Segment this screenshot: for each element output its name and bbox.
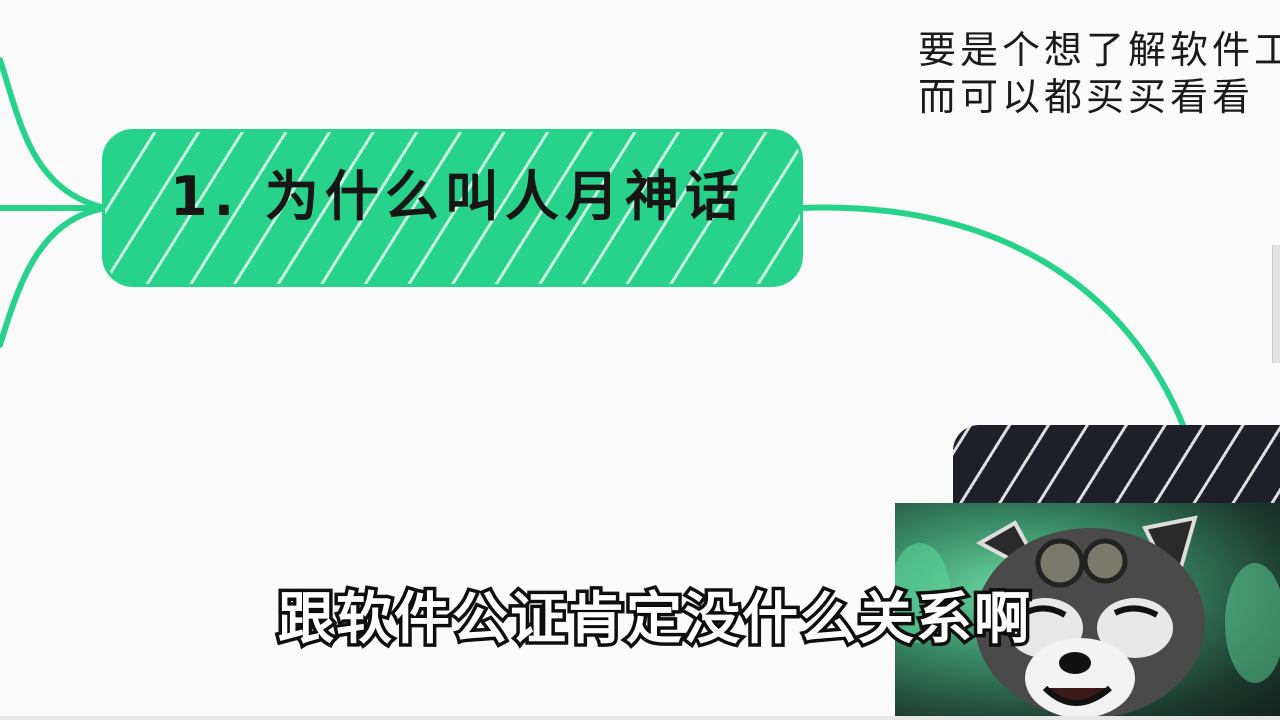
title-node[interactable] <box>105 132 800 284</box>
right-edge-panel <box>1272 245 1280 363</box>
connector-left-lower <box>0 205 108 348</box>
red-panda-avatar-icon <box>895 515 1280 718</box>
webcam-overlay <box>895 503 1280 720</box>
note-line-1: 要是个想了解软件工 <box>918 28 1280 72</box>
bottom-divider <box>0 716 1280 720</box>
note-line-partial: 要是个想了解软件工 <box>918 0 1280 27</box>
connector-right <box>797 204 1188 433</box>
title-node-label: 1. 为什么叫人月神话 <box>170 165 745 228</box>
note-text: 要是个想了解软件工 要是个想了解软件工 而可以都买买看看 <box>918 0 1280 121</box>
connector-left-upper <box>0 57 108 211</box>
note-line-2: 而可以都买买看看 <box>918 75 1255 119</box>
subtitle-caption: 跟软件公证肯定没什么关系啊 <box>275 587 1034 652</box>
